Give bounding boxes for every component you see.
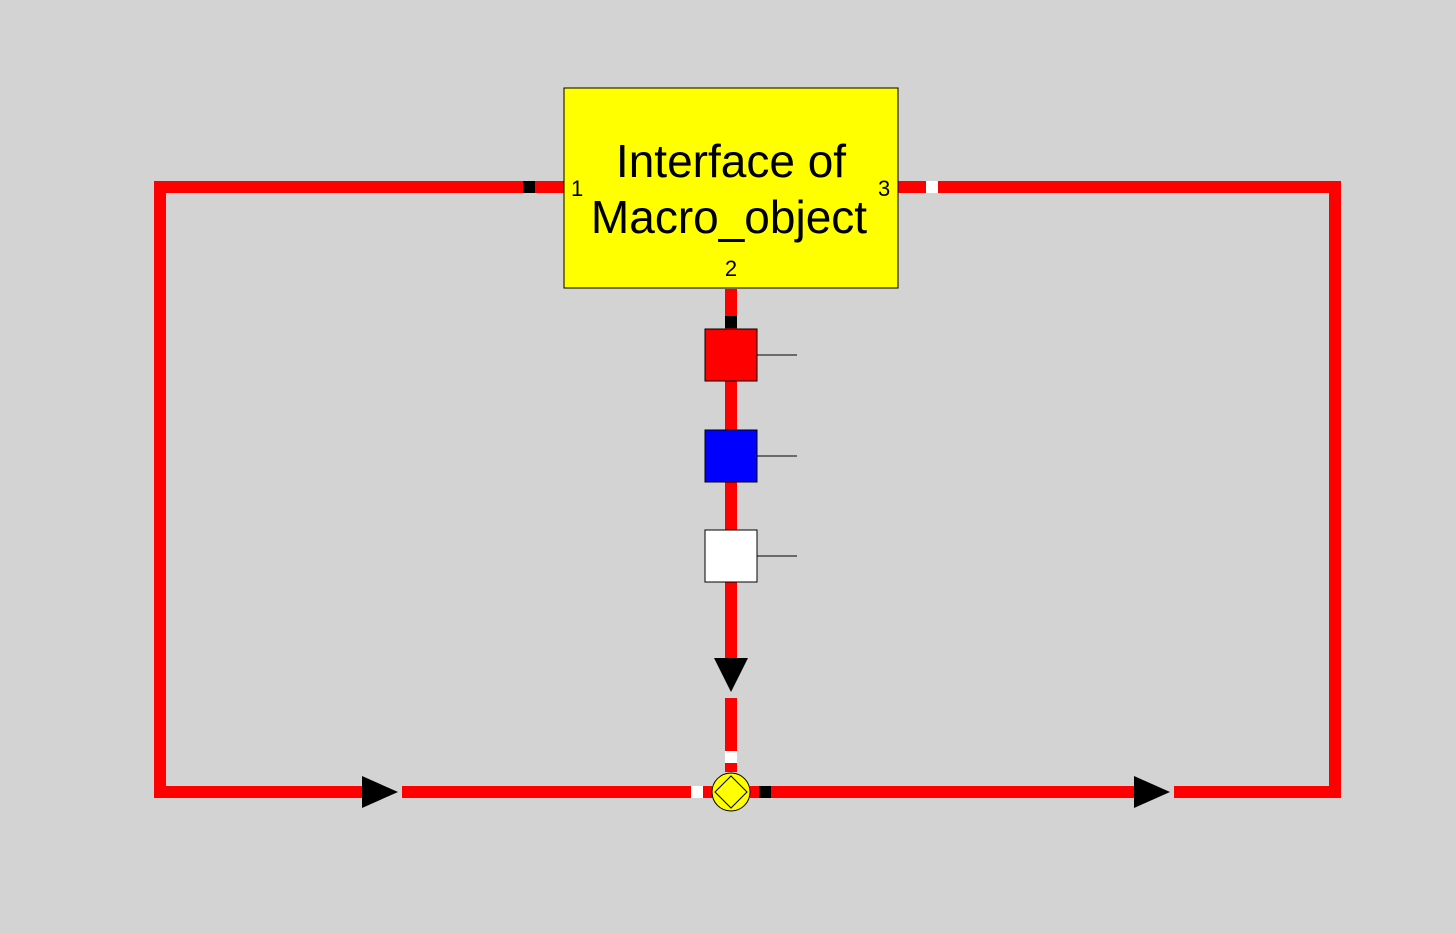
macro-object-title-line2: Macro_object — [591, 191, 867, 243]
blue-block[interactable] — [704, 429, 797, 483]
arrow-right-icon — [362, 776, 398, 808]
junction-diamond-icon — [714, 775, 748, 809]
white-block[interactable] — [704, 529, 797, 583]
white-block-body[interactable] — [704, 529, 758, 583]
macro-object-box[interactable]: Interface of Macro_object 1 3 2 — [563, 87, 899, 289]
arrow-right-icon — [1134, 776, 1170, 808]
connector-marker-port3 — [926, 181, 938, 193]
port-label-3: 3 — [878, 176, 890, 201]
connector-marker-port1 — [523, 181, 535, 193]
junction-circle[interactable] — [711, 772, 751, 812]
port-label-1: 1 — [571, 176, 583, 201]
red-block[interactable] — [704, 328, 797, 382]
macro-object-title-line1: Interface of — [616, 135, 846, 187]
macro-object-box-body[interactable] — [563, 87, 899, 289]
blue-block-body[interactable] — [704, 429, 758, 483]
red-block-body[interactable] — [704, 328, 758, 382]
junction-node[interactable] — [711, 772, 751, 812]
arrow-down-icon — [714, 658, 748, 692]
pipe-right-loop[interactable] — [898, 181, 1341, 798]
connector-marker-junction-left — [691, 786, 703, 798]
pipe-left-loop[interactable] — [154, 181, 564, 798]
component-blocks — [704, 328, 797, 583]
port-label-2: 2 — [725, 256, 737, 281]
connector-marker-port2 — [725, 316, 737, 328]
connector-marker-junction-top — [725, 751, 737, 763]
connector-marker-junction-right — [759, 786, 771, 798]
